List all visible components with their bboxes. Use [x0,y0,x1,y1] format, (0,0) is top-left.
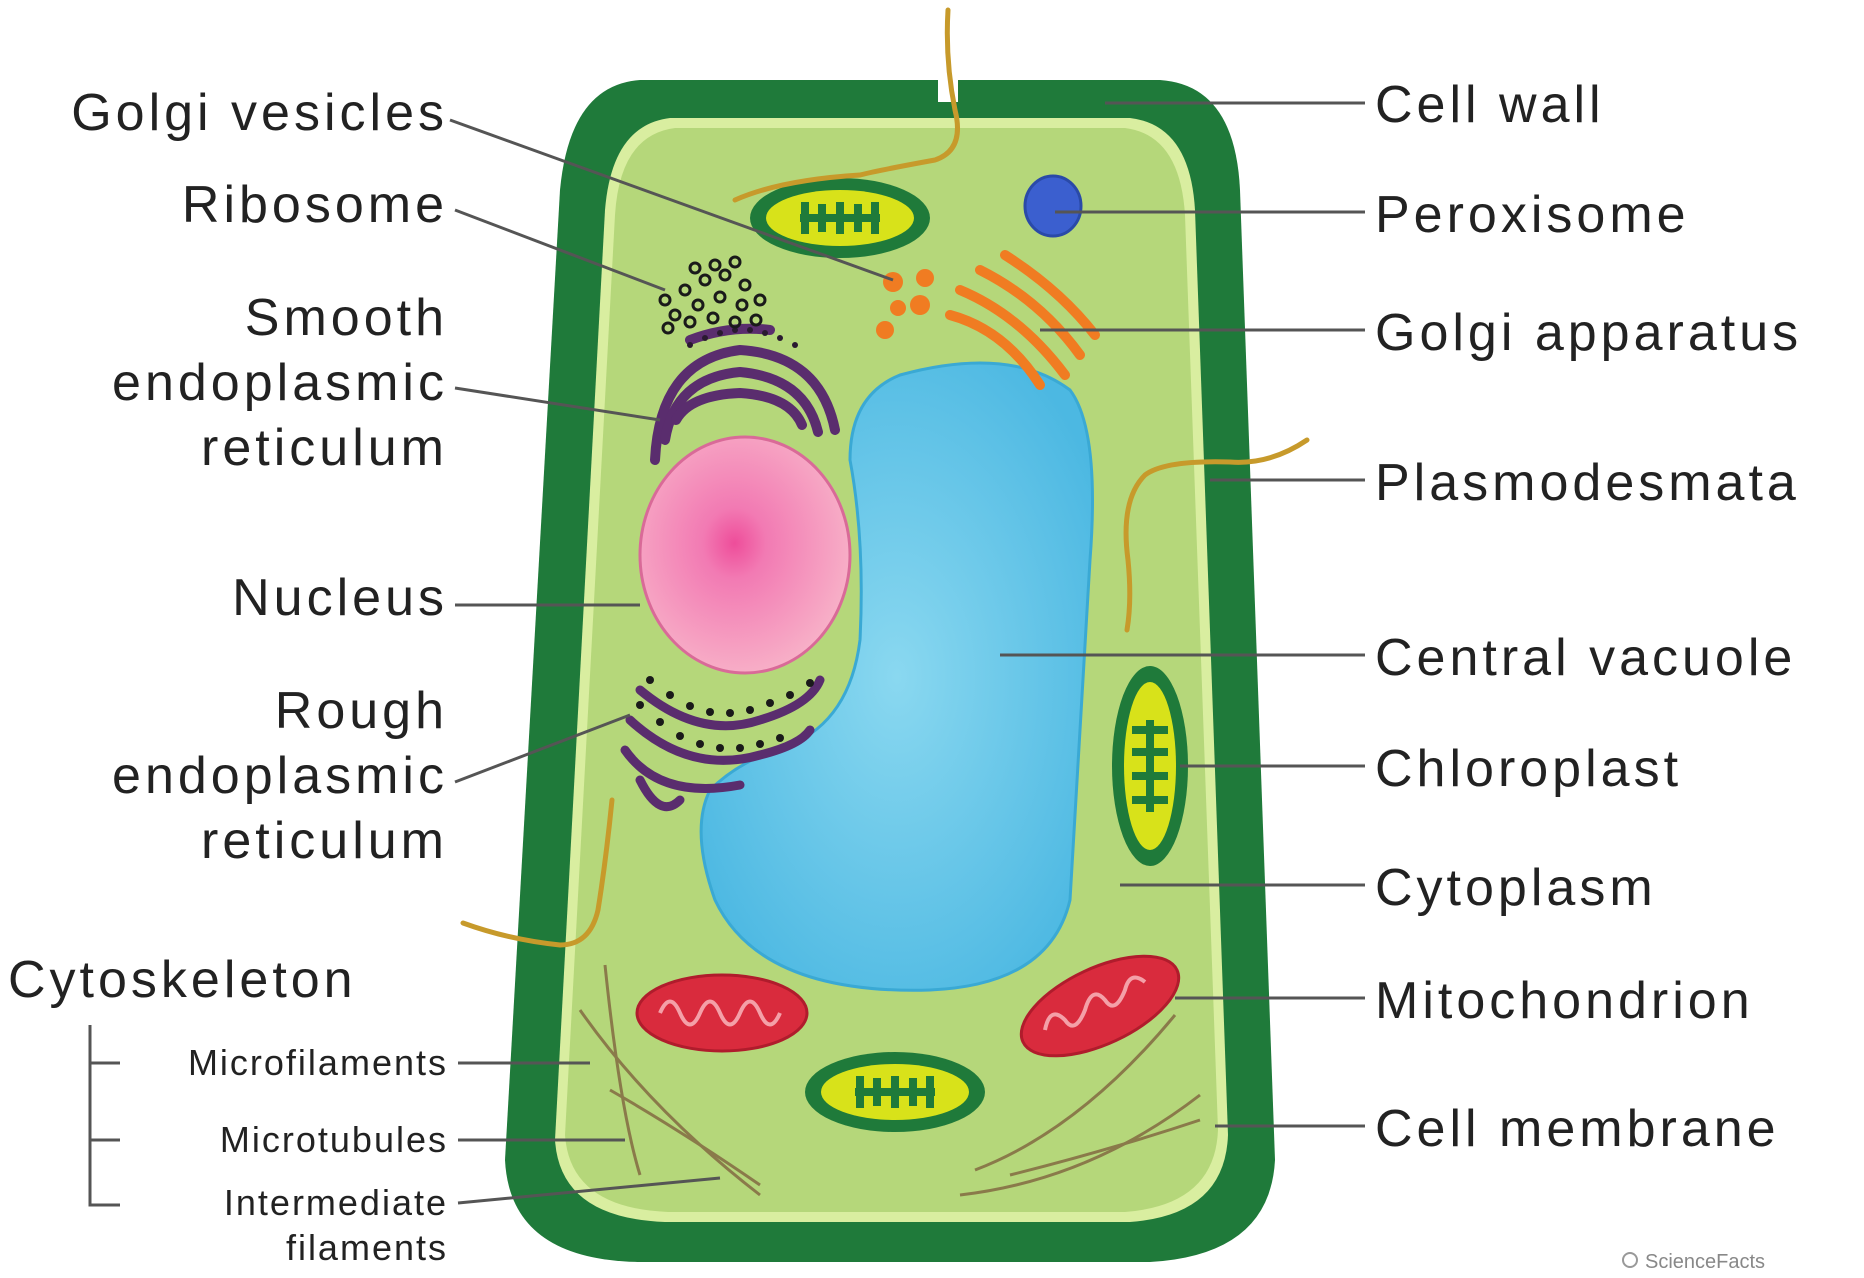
nucleus-shape [640,437,850,673]
right-labels: Cell wall Peroxisome Golgi apparatus Pla… [1375,76,1802,1158]
label-rough-er-3: reticulum [201,812,448,870]
label-plasmodesmata: Plasmodesmata [1375,454,1800,512]
chloroplast-bottom [805,1052,985,1132]
label-mitochondrion: Mitochondrion [1375,972,1754,1030]
label-golgi-apparatus: Golgi apparatus [1375,304,1802,362]
label-cell-membrane: Cell membrane [1375,1100,1780,1158]
mitochondrion-left [637,975,807,1051]
label-intermediate-1: Intermediate [224,1182,448,1223]
watermark: ScienceFacts [1623,1251,1765,1273]
label-rough-er-1: Rough [275,682,448,740]
label-peroxisome: Peroxisome [1375,186,1690,244]
label-smooth-er-1: Smooth [245,289,448,347]
chloroplast-top [750,178,930,258]
left-labels: Golgi vesicles Ribosome Smooth endoplasm… [8,84,448,1268]
label-microtubules: Microtubules [220,1119,448,1160]
label-chloroplast: Chloroplast [1375,740,1682,798]
label-smooth-er-3: reticulum [201,419,448,477]
label-smooth-er-2: endoplasmic [112,354,448,412]
label-cytoskeleton: Cytoskeleton [8,951,357,1009]
label-cytoplasm: Cytoplasm [1375,859,1657,917]
label-central-vacuole: Central vacuole [1375,629,1796,687]
watermark-icon [1623,1253,1637,1267]
chloroplast-right [1112,666,1188,866]
label-golgi-vesicles: Golgi vesicles [71,84,448,142]
label-microfilaments: Microfilaments [188,1042,448,1083]
label-nucleus: Nucleus [232,569,448,627]
label-intermediate-2: filaments [286,1227,448,1268]
watermark-text: ScienceFacts [1645,1251,1765,1273]
label-ribosome: Ribosome [182,176,448,234]
peroxisome-shape [1025,176,1081,236]
label-cell-wall: Cell wall [1375,76,1605,134]
label-rough-er-2: endoplasmic [112,747,448,805]
